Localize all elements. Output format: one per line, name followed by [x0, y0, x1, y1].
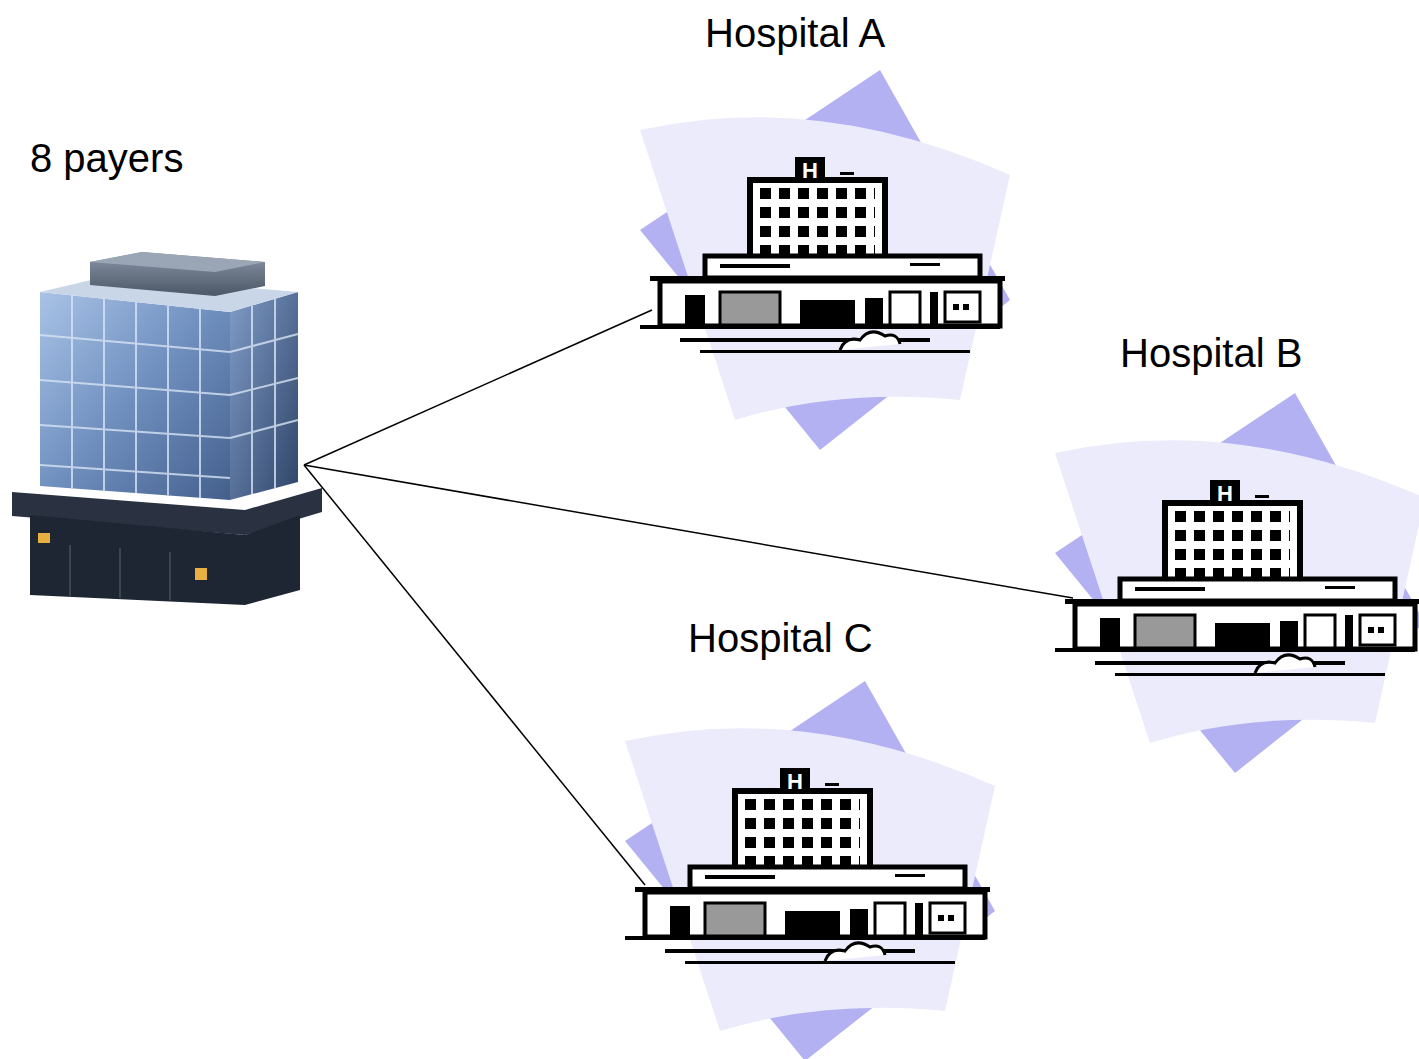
connector-line	[304, 465, 1073, 598]
payer-building: 8 payers	[12, 130, 304, 610]
connector-line	[304, 465, 645, 885]
hospital-sign: H	[780, 771, 810, 793]
hospital-node: Hospital C	[645, 610, 1015, 1055]
hospital-sign: H	[1210, 483, 1240, 505]
hospital-node: Hospital A	[652, 5, 1022, 455]
hospital-node: Hospital B	[1073, 325, 1417, 775]
node-label: 8 payers	[30, 136, 183, 180]
node-label: Hospital B	[1120, 331, 1302, 375]
connector-line	[304, 310, 652, 465]
node-label: Hospital C	[688, 616, 873, 660]
hospital-sign: H	[795, 160, 825, 182]
node-label: Hospital A	[705, 11, 885, 55]
